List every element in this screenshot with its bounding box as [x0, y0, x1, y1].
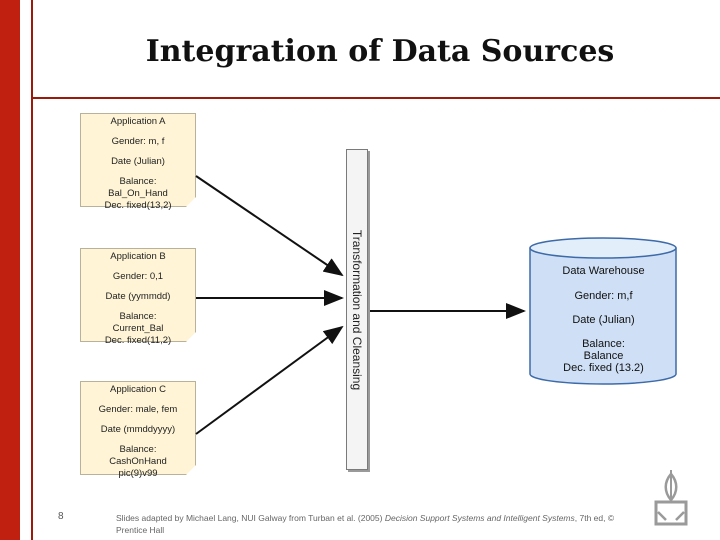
source-date: Date (mmddyyyy)	[100, 424, 176, 435]
warehouse-gender: Gender: m,f	[574, 290, 633, 302]
source-balance-type: Dec. fixed(11,2)	[104, 335, 172, 346]
source-balance-name: Bal_On_Hand	[108, 188, 168, 199]
credit-suffix: , 7th ed, © Prentice Hall	[116, 513, 615, 535]
source-name: Application B	[110, 251, 166, 262]
arrow-a-to-transform	[195, 175, 344, 277]
source-document-c: Application C Gender: male, fem Date (mm…	[80, 381, 196, 479]
source-gender: Gender: male, fem	[98, 404, 178, 415]
warehouse-balance-name: Balance	[583, 350, 624, 362]
source-document-b: Application B Gender: 0,1 Date (yymmdd) …	[80, 248, 196, 346]
source-name: Application A	[110, 116, 166, 127]
warehouse-balance-type: Dec. fixed (13.2)	[563, 362, 644, 374]
footer-credit: Slides adapted by Michael Lang, NUI Galw…	[116, 512, 636, 536]
source-balance-name: Current_Bal	[112, 323, 164, 334]
source-balance-label: Balance:	[119, 176, 157, 187]
source-gender: Gender: 0,1	[112, 271, 164, 282]
arrow-c-to-transform	[195, 325, 344, 435]
source-balance-type: Dec. fixed(13,2)	[104, 200, 172, 211]
slide-number: 8	[58, 511, 64, 522]
warehouse-date: Date (Julian)	[572, 314, 635, 326]
warehouse-balance-label: Balance:	[582, 338, 625, 350]
vertical-rule	[31, 0, 33, 540]
data-warehouse-cylinder	[529, 237, 677, 385]
university-crest-icon	[654, 470, 688, 526]
source-balance-label: Balance:	[119, 311, 157, 322]
source-gender: Gender: m, f	[111, 136, 165, 147]
transformation-label: Transformation and Cleansing	[350, 229, 364, 390]
transformation-box: Transformation and Cleansing	[346, 149, 368, 470]
warehouse-name: Data Warehouse	[562, 265, 645, 277]
book-title: Decision Support Systems and Intelligent…	[384, 513, 575, 523]
slide-title: Integration of Data Sources	[145, 34, 615, 69]
credit-prefix: Slides adapted by Michael Lang, NUI Galw…	[116, 513, 385, 523]
source-document-a: Application A Gender: m, f Date (Julian)…	[80, 113, 196, 211]
source-date: Date (yymmdd)	[105, 291, 171, 302]
source-name: Application C	[110, 384, 166, 395]
source-balance-type: pic(9)v99	[118, 468, 158, 479]
source-balance-label: Balance:	[119, 444, 157, 455]
title-underline	[31, 97, 720, 99]
source-date: Date (Julian)	[111, 156, 165, 167]
left-accent-bar	[0, 0, 20, 540]
source-balance-name: CashOnHand	[109, 456, 167, 467]
